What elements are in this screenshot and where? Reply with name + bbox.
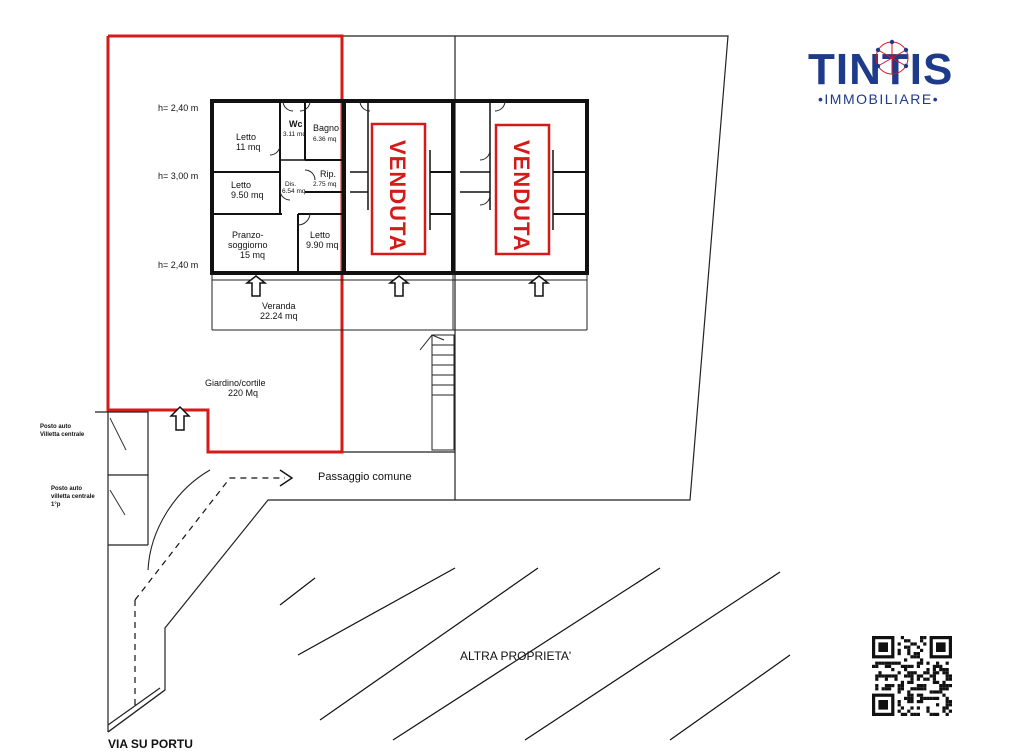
arrow-up-icon [387,275,411,297]
room-pranzo-name1: Pranzo- [232,230,264,240]
room-letto-990-area: 9.90 mq [306,240,339,250]
veranda-area: 22.24 mq [260,311,298,321]
access-path [134,477,285,708]
parking-1-line1: Posto auto [40,424,71,430]
svg-text:VENDUTA: VENDUTA [385,140,410,252]
street-label: VIA SU PORTU [108,737,193,751]
height-label-lower: h= 2,40 m [158,260,198,270]
room-pranzo-area: 15 mq [240,250,265,260]
room-letto-990-name: Letto [310,230,330,240]
arrow-right-icon [279,469,294,487]
height-label-upper: h= 2,40 m [158,103,198,113]
height-label-middle: h= 3,00 m [158,171,198,181]
brand-logo: TINTIS •IMMOBILIARE• [808,39,953,107]
parking-1-line2: Villetta centrale [40,432,85,438]
other-property-hatch [279,567,791,741]
room-wc-area: 3.11 mq [283,131,306,138]
sold-stamp-1: VENDUTA [370,122,427,256]
arrow-up-icon [169,405,191,431]
garden-name: Giardino/cortile [205,378,266,388]
veranda-name: Veranda [262,301,296,311]
logo-tagline: •IMMOBILIARE• [818,91,939,107]
parking-2-line1: Posto auto [51,486,82,492]
staircase [419,334,455,451]
logo-network-icon [875,39,909,75]
logo-wordmark: TINTIS [808,45,953,94]
door-swings [269,100,506,226]
garden-area: 220 Mq [228,388,258,398]
room-letto-950-area: 9.50 mq [231,190,264,200]
room-letto-950-name: Letto [231,180,251,190]
driveway [147,469,211,571]
svg-text:VENDUTA: VENDUTA [509,140,534,252]
property-boundary [106,34,344,454]
sold-stamp-2: VENDUTA [494,123,551,256]
arrow-up-icon [527,275,551,297]
room-rip-area: 2.75 mq [313,181,337,188]
common-passage-label: Passaggio comune [318,471,412,483]
parking-2-line2: villetta centrale [51,494,95,500]
building [210,99,589,275]
room-bagno-name: Bagno [313,123,339,133]
room-pranzo-name2: soggiorno [228,240,268,250]
qr-code-icon [872,636,952,716]
parking-hatch [109,417,127,516]
parking-2-line3: 1°p [51,502,61,508]
room-dis-area: 6.54 mq [282,188,306,195]
room-dis-name: Dis. [285,181,296,188]
room-letto-11-area: 11 mq [236,142,260,152]
room-bagno-area: 6.36 mq [313,136,337,143]
entrance-arrows [169,275,551,431]
room-rip-name: Rip. [320,169,336,179]
room-letto-11-name: Letto [236,132,256,142]
room-wc-name: Wc [289,119,303,129]
arrow-up-icon [244,275,268,297]
other-property-label: ALTRA PROPRIETA' [460,649,571,663]
